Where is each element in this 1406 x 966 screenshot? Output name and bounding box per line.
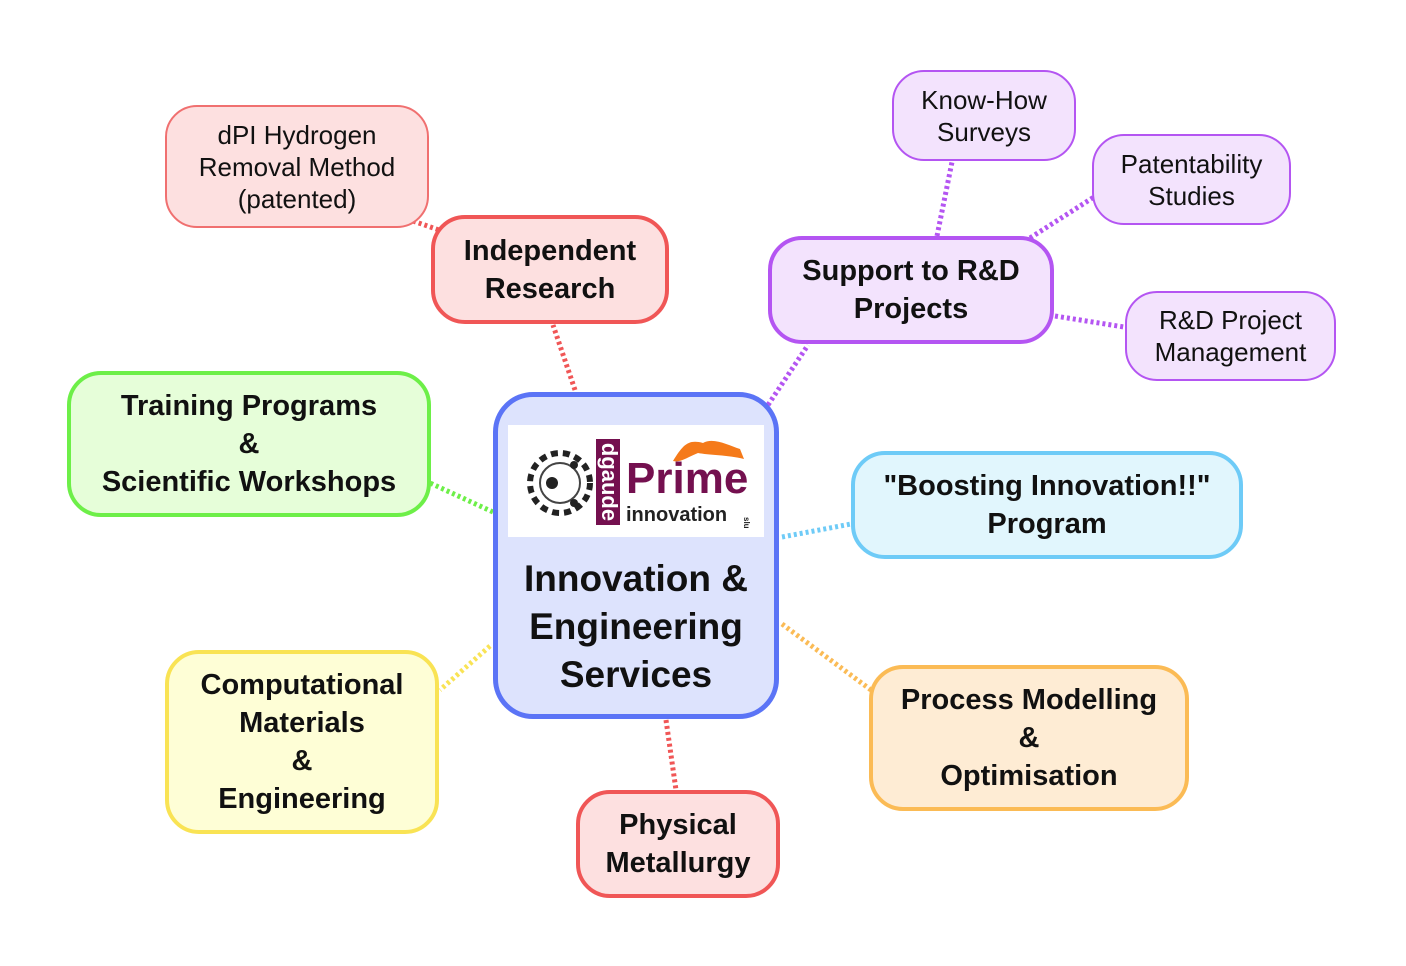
node-label: Removal Method	[198, 151, 396, 182]
node-label: Surveys	[937, 116, 1031, 147]
node-label: &	[1018, 722, 1040, 754]
node-physical-metallurgy[interactable]: Physical Metallurgy	[576, 790, 780, 898]
node-label: Independent	[463, 234, 637, 267]
link-center-support-rd	[765, 343, 811, 407]
node-label: (patented)	[237, 183, 357, 214]
node-label: Management	[1154, 337, 1307, 367]
company-logo: dgaude Prime innovation slu	[508, 425, 764, 537]
center-title-line: Engineering	[529, 606, 743, 647]
link-center-boosting	[781, 521, 852, 540]
node-know-how[interactable]: Know-How Surveys	[892, 70, 1076, 161]
center-title: Innovation & Engineering Services	[524, 555, 748, 699]
link-center-independent-research	[550, 324, 578, 391]
node-label: Program	[987, 508, 1107, 540]
node-label: &	[291, 745, 313, 777]
node-label: Engineering	[218, 783, 386, 815]
node-support-rd[interactable]: Support to R&D Projects	[768, 236, 1054, 344]
link-center-physical	[663, 719, 679, 791]
svg-text:Prime: Prime	[626, 454, 748, 503]
node-process-modelling[interactable]: Process Modelling & Optimisation	[869, 665, 1189, 811]
link-center-process	[780, 621, 873, 693]
node-label: Projects	[853, 293, 969, 325]
node-label: Scientific Workshops	[101, 466, 397, 498]
node-label: "Boosting Innovation!!"	[883, 470, 1211, 502]
node-label: Training Programs	[120, 390, 378, 422]
node-label: R&D Project	[1158, 305, 1303, 335]
link-support-rd-pm	[1054, 313, 1125, 330]
svg-text:innovation: innovation	[626, 504, 727, 526]
svg-text:dgaude: dgaude	[597, 443, 622, 521]
link-support-patentability	[1028, 194, 1096, 241]
gear-logo-icon: dgaude Prime innovation slu	[527, 439, 751, 529]
node-label: Process Modelling	[900, 684, 1158, 716]
node-label: Materials	[239, 707, 365, 739]
node-label: Optimisation	[940, 760, 1118, 792]
node-label: Know-How	[921, 84, 1047, 115]
link-center-training	[428, 480, 495, 515]
center-node[interactable]: dgaude Prime innovation slu Innovation &…	[493, 392, 779, 719]
node-label: Support to R&D	[802, 255, 1020, 287]
node-label: &	[238, 428, 260, 460]
node-label: Physical	[619, 809, 737, 841]
node-label: Patentability	[1120, 148, 1263, 179]
node-boosting-innovation[interactable]: "Boosting Innovation!!" Program	[851, 451, 1243, 559]
node-computational-materials[interactable]: Computational Materials & Engineering	[165, 650, 439, 834]
center-title-line: Innovation &	[523, 558, 749, 599]
node-label: Metallurgy	[605, 847, 751, 879]
node-dpi-hydrogen[interactable]: dPI Hydrogen Removal Method (patented)	[165, 105, 429, 228]
node-label: Research	[484, 272, 616, 305]
link-center-computational	[438, 644, 492, 692]
node-training-programs[interactable]: Training Programs & Scientific Workshops	[67, 371, 431, 517]
node-label: dPI Hydrogen	[217, 119, 377, 150]
node-rd-project-management[interactable]: R&D Project Management	[1125, 291, 1336, 381]
center-title-line: Services	[559, 654, 713, 695]
node-patentability[interactable]: Patentability Studies	[1092, 134, 1291, 225]
svg-text:slu: slu	[742, 517, 751, 529]
node-independent-research[interactable]: Independent Research	[431, 215, 669, 324]
node-label: Studies	[1148, 180, 1235, 211]
link-support-know-how	[934, 161, 955, 237]
node-label: Computational	[200, 669, 404, 701]
